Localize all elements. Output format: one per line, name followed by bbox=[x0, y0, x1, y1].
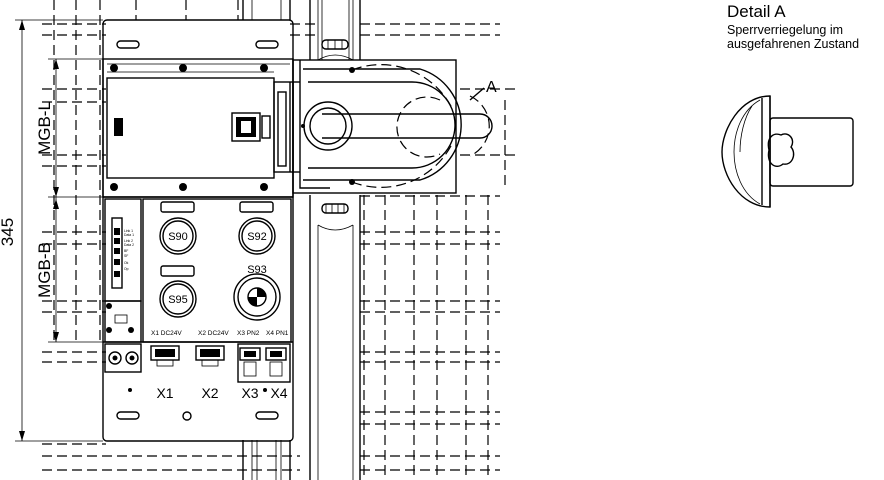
detail-line-1: Sperrverriegelung im bbox=[727, 23, 843, 37]
dimension-overall: 345 bbox=[0, 218, 17, 246]
button-s93-label: S93 bbox=[247, 264, 267, 276]
dimension-mgb-l: MGB-L bbox=[35, 101, 54, 155]
button-s90-label: S90 bbox=[168, 231, 188, 243]
connector-x1: X1 bbox=[156, 385, 173, 401]
detail-line-2: ausgefahrenen Zustand bbox=[727, 37, 859, 51]
connector-x2: X2 bbox=[201, 385, 218, 401]
callout-a: A bbox=[486, 79, 497, 96]
mounting-rail bbox=[242, 0, 291, 480]
connector-x1-label: X1 DC24V bbox=[151, 330, 182, 337]
detail-a-lock-illustration bbox=[721, 95, 854, 208]
led-label: SF bbox=[124, 254, 128, 258]
profile-grid bbox=[42, 0, 520, 480]
button-s95-label: S95 bbox=[168, 294, 188, 306]
connector-x4-label: X4 PN1 bbox=[266, 330, 289, 337]
connector-x2-label: X2 DC24V bbox=[198, 330, 229, 337]
led-label: Link 2 bbox=[124, 239, 133, 243]
door-profile-rail bbox=[309, 0, 361, 480]
led-label: Data 2 bbox=[124, 243, 134, 247]
connector-x3-label: X3 PN2 bbox=[237, 330, 260, 337]
control-module bbox=[104, 198, 292, 343]
dimension-lines bbox=[15, 19, 103, 442]
connector-bar bbox=[103, 341, 293, 421]
led-label: Op bbox=[124, 267, 129, 271]
door-handle bbox=[292, 59, 493, 194]
dimension-mgb-b: MGB-B bbox=[35, 242, 54, 298]
callout-leader bbox=[469, 87, 485, 101]
connector-x4: X4 bbox=[270, 385, 287, 401]
led-label: Link 1 bbox=[124, 229, 133, 233]
led-label: Ok bbox=[124, 261, 129, 265]
detail-title: Detail A bbox=[727, 2, 786, 21]
led-labels: Link 1 Data 1 Link 2 Data 2 BF SF Ok Op bbox=[124, 229, 134, 271]
led-label: BF bbox=[124, 249, 128, 253]
connector-x3: X3 bbox=[241, 385, 258, 401]
led-label: Data 1 bbox=[124, 233, 134, 237]
button-s92-label: S92 bbox=[247, 231, 267, 243]
